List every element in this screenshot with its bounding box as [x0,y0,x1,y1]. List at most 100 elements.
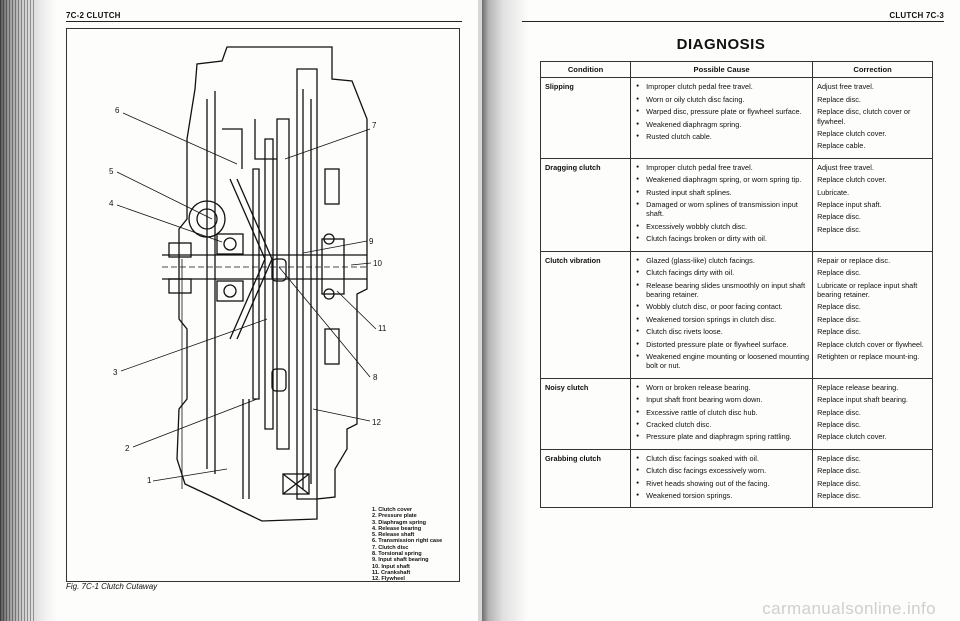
left-header-rule [66,21,462,22]
table-header-row: Condition Possible Cause Correction [539,60,933,79]
callout-6: 6 [115,106,120,115]
correction-item: Replace disc. [817,407,861,417]
correction-cell: Replace disc.Replace disc.Replace disc.R… [812,448,933,509]
cause-item: Improper clutch pedal free travel. [635,163,809,173]
left-page-header: 7C-2 CLUTCH [66,11,121,20]
watermark: carmanualsonline.info [762,599,936,618]
correction-cell: Adjust free travel.Replace disc.Replace … [812,77,933,159]
cause-item: Distorted pressure plate or flywheel sur… [635,340,809,350]
book-spine-shadow-right [482,0,528,621]
cause-item: Weakened torsion springs in clutch disc. [635,315,809,325]
legend-item: 7. Clutch disc [372,544,409,551]
left-page: 7C-2 CLUTCH [0,0,478,621]
cause-item: Clutch disc facings excessively worn. [635,466,809,476]
condition-cell: Clutch vibration [539,250,632,379]
clutch-cutaway-diagram: 6 5 4 3 2 1 7 8 9 10 11 12 [109,46,387,522]
legend-item: 3. Diaphragm spring [372,519,427,526]
legend-item: 8. Torsional spring [372,551,422,558]
correction-item: Replace clutch cover. [817,129,887,139]
possible-cause-cell: Worn or broken release bearing.Input sha… [630,377,814,450]
cause-item: Worn or oily clutch disc facing. [635,95,809,105]
table-row: Clutch vibrationGlazed (glass-like) clut… [539,250,933,379]
book-spine-edge [0,0,34,621]
correction-cell: Adjust free travel.Replace clutch cover.… [812,157,933,252]
cause-item: Warped disc, pressure plate or flywheel … [635,107,809,117]
correction-item: Lubricate. [817,187,850,197]
correction-item: Replace clutch cover. [817,432,887,442]
condition-cell: Slipping [539,77,632,159]
table-row: Noisy clutchWorn or broken release beari… [539,377,933,450]
column-header-correction: Correction [812,60,933,79]
cause-item: Clutch facings dirty with oil. [635,268,809,278]
callout-10: 10 [373,259,382,268]
right-page: CLUTCH 7C-3 DIAGNOSIS Condition Possible… [482,0,960,621]
correction-item: Replace input shaft. [817,200,882,210]
correction-item: Replace disc. [817,212,861,222]
legend-item: 5. Release shaft [372,532,415,539]
condition-cell: Noisy clutch [539,377,632,450]
legend-item: 12. Flywheel [372,576,405,583]
right-page-header: CLUTCH 7C-3 [889,11,944,20]
table-body: SlippingImproper clutch pedal free trave… [539,77,933,509]
cause-item: Glazed (glass-like) clutch facings. [635,256,809,266]
callout-9: 9 [369,237,374,246]
callout-3: 3 [113,368,118,377]
correction-cell: Repair or replace disc.Replace disc.Lubr… [812,250,933,379]
correction-item: Replace disc. [817,268,861,278]
correction-item: Retighten or replace mount-ing. [817,351,920,361]
correction-cell: Replace release bearing.Replace input sh… [812,377,933,450]
correction-item: Replace disc. [817,224,861,234]
page-gutter [478,0,482,621]
diagnosis-title: DIAGNOSIS [676,36,766,53]
possible-cause-cell: Clutch disc facings soaked with oil. Clut… [630,448,814,509]
correction-item: Adjust free travel. [817,162,874,172]
cause-item: Weakened diaphragm spring, or worn sprin… [635,175,809,185]
table-row: Dragging clutchImproper clutch pedal fre… [539,157,933,252]
correction-item: Replace disc. [817,314,861,324]
column-header-condition: Condition [539,60,632,79]
legend-item: 10. Input shaft [372,563,410,570]
cause-item: Input shaft front bearing worn down. [635,395,809,405]
parts-legend: 1. Clutch cover 2. Pressure plate 3. Dia… [372,507,442,583]
cause-item: Weakened diaphragm spring. [635,120,809,130]
correction-item: Replace cable. [817,141,866,151]
callout-2: 2 [125,444,130,453]
correction-item: Replace clutch cover or flywheel. [817,339,924,349]
cause-item: Weakened engine mounting or loosened mou… [635,352,809,371]
correction-item: Replace input shaft bearing. [817,395,908,405]
callout-1: 1 [147,476,152,485]
correction-item: Replace disc. [817,491,861,500]
cause-item: Rusted input shaft splines. [635,188,809,198]
possible-cause-cell: Improper clutch pedal free travel.Worn o… [630,77,814,159]
diagnosis-table: Condition Possible Cause Correction Slip… [539,60,933,509]
callout-4: 4 [109,199,114,208]
cause-item: Release bearing slides unsmoothly on inp… [635,281,809,300]
legend-item: 9. Input shaft bearing [372,557,429,564]
table-row: SlippingImproper clutch pedal free trave… [539,77,933,159]
cause-item: Rusted clutch cable. [635,132,809,142]
correction-item: Replace disc. [817,419,861,429]
legend-item: 1. Clutch cover [372,507,413,513]
cause-item: Pressure plate and diaphragm spring ratt… [635,432,809,442]
callout-12: 12 [372,418,381,427]
table-row: Grabbing clutchClutch disc facings soake… [539,448,933,509]
cause-item: Rivet heads showing out of the facing. [635,479,809,489]
correction-item: Replace disc. [817,453,861,463]
correction-item: Replace disc. [817,302,861,312]
callout-7: 7 [372,121,377,130]
condition-cell: Dragging clutch [539,157,632,252]
cause-item: Damaged or worn splines of transmission … [635,200,809,219]
callout-8: 8 [373,373,378,382]
correction-item: Replace disc, clutch cover or flywheel. [817,107,911,126]
cause-item: Cracked clutch disc. [635,420,809,430]
right-header-rule [522,21,944,22]
legend-item: 6. Transmission right case [372,538,443,545]
correction-item: Repair or replace disc. [817,255,891,265]
condition-cell: Grabbing clutch [539,448,632,509]
correction-item: Replace disc. [817,327,861,337]
correction-item: Replace disc. [817,478,861,488]
possible-cause-cell: Glazed (glass-like) clutch facings. Clutc… [630,250,814,379]
cause-item: Clutch disc facings soaked with oil. [635,454,809,464]
cause-item: Clutch disc rivets loose. [635,327,809,337]
correction-item: Replace disc. [817,94,861,104]
